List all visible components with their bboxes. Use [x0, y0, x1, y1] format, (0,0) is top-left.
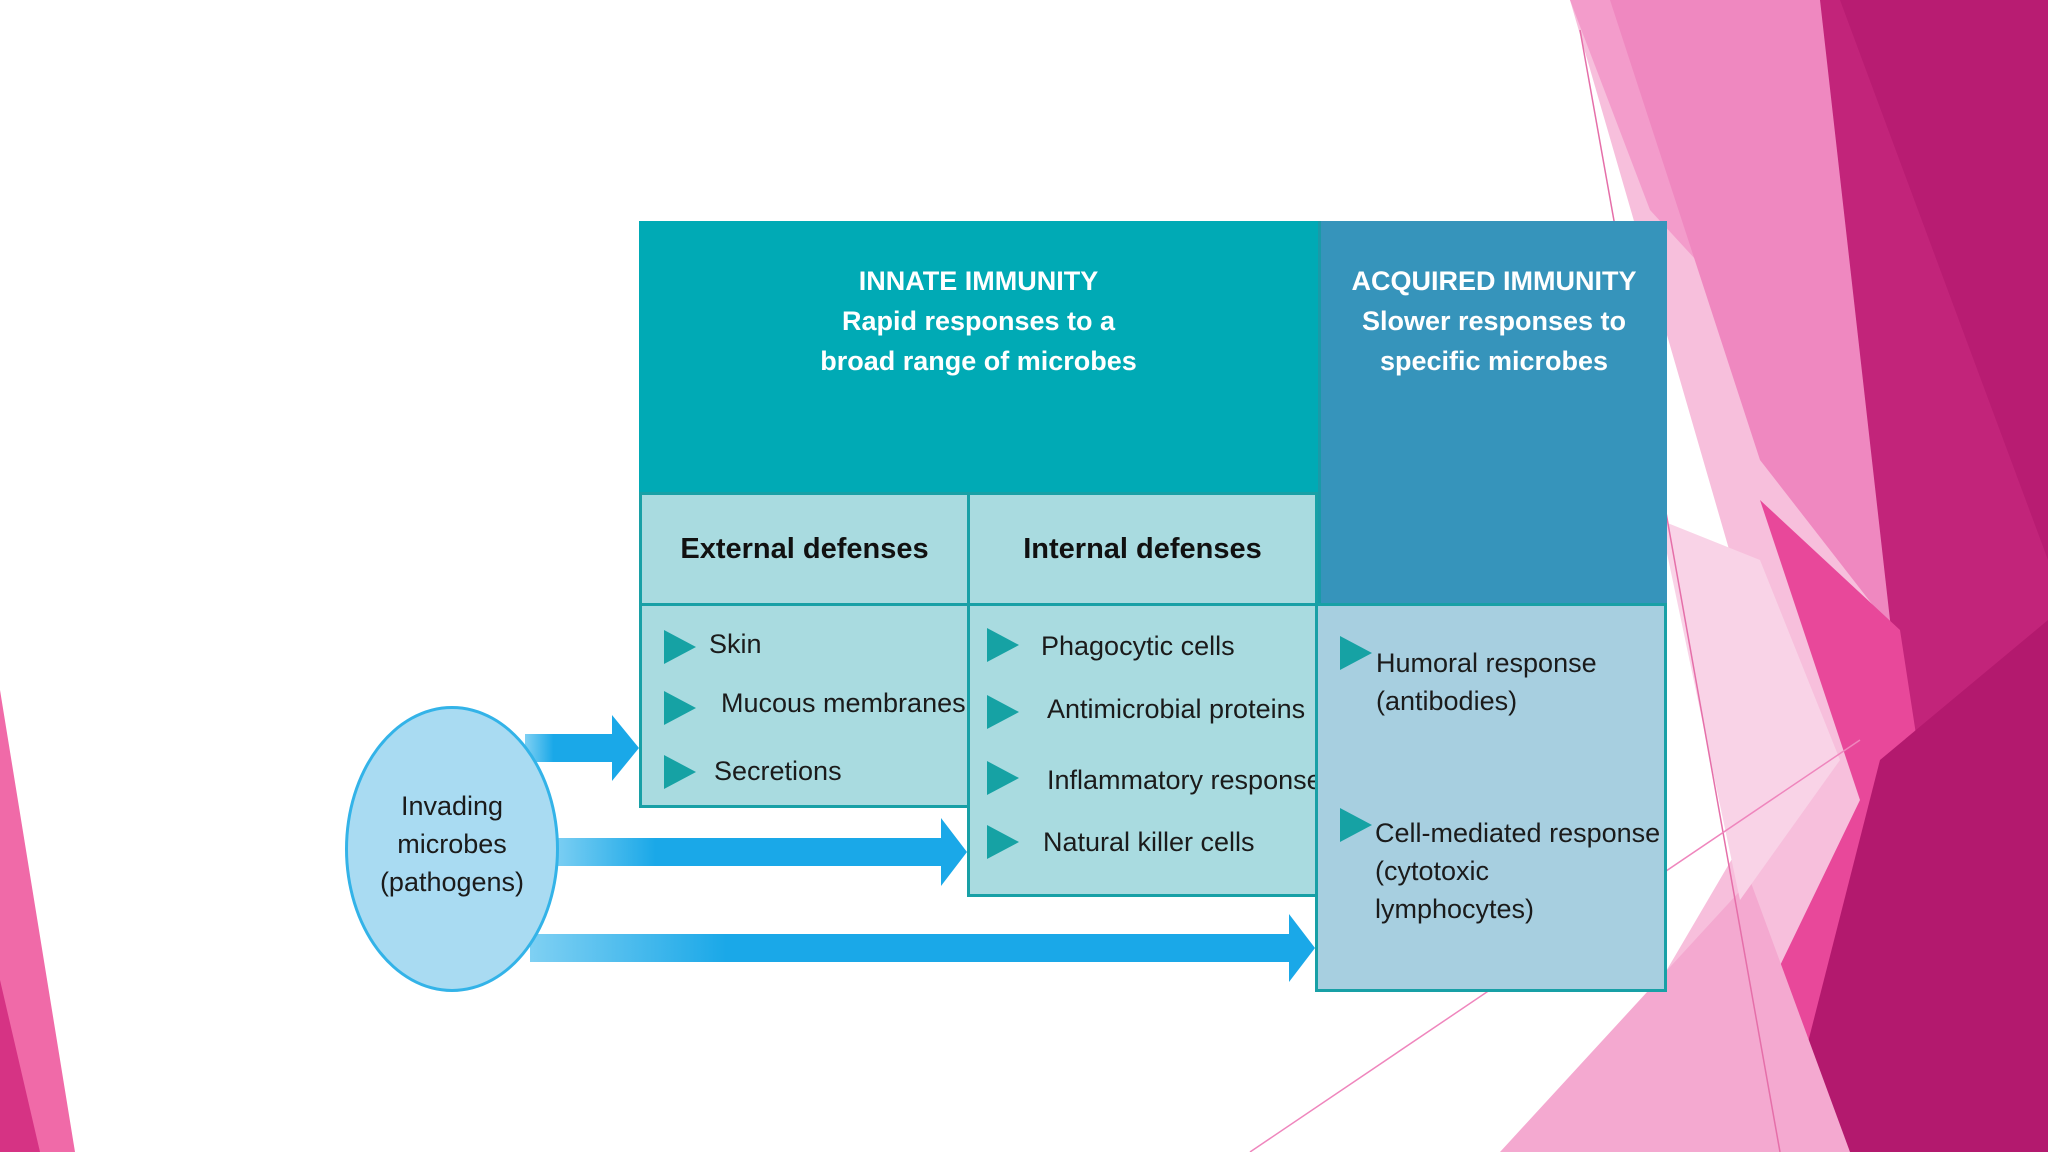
- microbes-line-3: (pathogens): [379, 867, 525, 897]
- microbes-line-1: Invading: [400, 791, 504, 821]
- triangle-bullet-icon: [664, 630, 696, 664]
- list-item: Antimicrobial proteins: [1047, 694, 1306, 724]
- invading-microbes-label: Invading microbes (pathogens): [348, 787, 556, 901]
- acquired-line-2: specific microbes: [1379, 346, 1609, 376]
- humoral-line-2: (antibodies): [1376, 686, 1518, 716]
- innate-immunity-text: INNATE IMMUNITY Rapid responses to a bro…: [639, 261, 1318, 381]
- list-item: Natural killer cells: [1043, 827, 1255, 857]
- list-item: Inflammatory response: [1047, 765, 1322, 795]
- triangle-bullet-icon: [664, 691, 696, 725]
- external-defenses-heading: External defenses: [680, 533, 929, 565]
- microbes-line-2: microbes: [397, 829, 507, 859]
- list-item: Secretions: [714, 756, 842, 786]
- innate-line-1: Rapid responses to a: [841, 306, 1116, 336]
- cell-mediated-response-item: Cell-mediated response (cytotoxic lympho…: [1375, 814, 1660, 928]
- humoral-line-1: Humoral response: [1376, 648, 1597, 678]
- right-shard-white-cut: [1660, 520, 1840, 900]
- left-shard-dark: [0, 980, 40, 1152]
- triangle-bullet-icon: [987, 825, 1019, 859]
- internal-defenses-heading: Internal defenses: [1023, 533, 1262, 565]
- acquired-immunity-header: ACQUIRED IMMUNITY Slower responses to sp…: [1318, 221, 1667, 606]
- deco-line-1: [1579, 29, 1781, 1152]
- innate-title: INNATE IMMUNITY: [858, 266, 1099, 296]
- external-defenses-list: Skin Mucous membranes Secretions: [639, 603, 970, 808]
- cell-mediated-line-1: Cell-mediated response: [1375, 818, 1661, 848]
- internal-defenses-list: Phagocytic cells Antimicrobial proteins …: [967, 603, 1322, 897]
- humoral-response-item: Humoral response (antibodies): [1376, 644, 1597, 720]
- list-item: Skin: [709, 629, 762, 659]
- right-shard-deep: [1840, 0, 2048, 560]
- internal-defenses-heading-cell: Internal defenses: [967, 492, 1318, 606]
- acquired-title: ACQUIRED IMMUNITY: [1351, 266, 1637, 296]
- invading-microbes-ellipse: Invading microbes (pathogens): [345, 706, 559, 992]
- triangle-bullet-icon: [987, 628, 1019, 662]
- right-shard-soft: [1500, 880, 1850, 1152]
- cell-mediated-line-3: lymphocytes): [1375, 894, 1535, 924]
- right-shard-magenta: [1780, 620, 2048, 1152]
- triangle-bullet-icon: [987, 761, 1019, 795]
- right-shard-mid: [1610, 0, 1900, 640]
- triangle-bullet-icon: [664, 755, 696, 789]
- external-defenses-heading-cell: External defenses: [639, 492, 970, 606]
- triangle-bullet-icon: [1340, 636, 1372, 670]
- innate-immunity-header: INNATE IMMUNITY Rapid responses to a bro…: [639, 221, 1318, 494]
- acquired-line-1: Slower responses to: [1361, 306, 1627, 336]
- list-item: Phagocytic cells: [1041, 631, 1235, 661]
- triangle-bullet-icon: [987, 695, 1019, 729]
- acquired-immunity-text: ACQUIRED IMMUNITY Slower responses to sp…: [1321, 261, 1667, 381]
- left-shard-light: [0, 690, 75, 1152]
- acquired-immunity-list: Humoral response (antibodies) Cell-media…: [1315, 603, 1667, 992]
- triangle-bullet-icon: [1340, 808, 1372, 842]
- cell-mediated-line-2: (cytotoxic: [1375, 856, 1490, 886]
- innate-line-2: broad range of microbes: [820, 346, 1137, 376]
- list-item: Mucous membranes: [721, 688, 966, 718]
